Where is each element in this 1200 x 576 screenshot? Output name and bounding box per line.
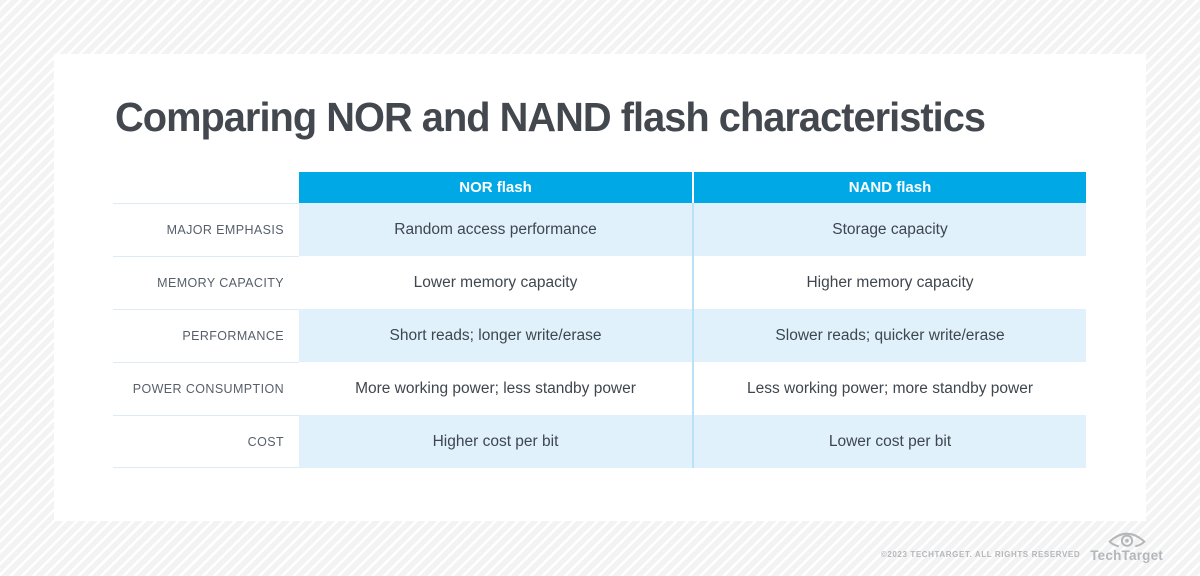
cell-nand-performance: Slower reads; quicker write/erase — [692, 309, 1086, 362]
cell-nand-memory-capacity: Higher memory capacity — [692, 256, 1086, 309]
comparison-table: NOR flash NAND flash MAJOR EMPHASIS Rand… — [113, 172, 1086, 468]
row-label-power-consumption: POWER CONSUMPTION — [113, 362, 299, 415]
cell-nand-major-emphasis: Storage capacity — [692, 203, 1086, 256]
table-row: MAJOR EMPHASIS Random access performance… — [113, 203, 1086, 256]
column-header-nand-flash: NAND flash — [692, 172, 1086, 203]
brand-wordmark: TechTarget — [1090, 548, 1163, 563]
cell-nor-performance: Short reads; longer write/erase — [299, 309, 692, 362]
copyright-text: ©2023 TECHTARGET. ALL RIGHTS RESERVED — [880, 550, 1081, 559]
cell-nand-power-consumption: Less working power; more standby power — [692, 362, 1086, 415]
infographic-card: Comparing NOR and NAND flash characteris… — [54, 54, 1146, 521]
cell-nor-major-emphasis: Random access performance — [299, 203, 692, 256]
column-header-nor-flash: NOR flash — [299, 172, 692, 203]
eye-icon — [1108, 532, 1145, 548]
row-label-performance: PERFORMANCE — [113, 309, 299, 362]
table-row: POWER CONSUMPTION More working power; le… — [113, 362, 1086, 415]
cell-nor-power-consumption: More working power; less standby power — [355, 379, 636, 397]
row-label-memory-capacity: MEMORY CAPACITY — [113, 256, 299, 309]
techtarget-logo: TechTarget — [1090, 530, 1163, 563]
footer: ©2023 TECHTARGET. ALL RIGHTS RESERVED Te… — [881, 530, 1163, 563]
row-label-major-emphasis: MAJOR EMPHASIS — [113, 203, 299, 256]
page-title: Comparing NOR and NAND flash characteris… — [115, 94, 986, 140]
cell-nor-memory-capacity: Lower memory capacity — [413, 273, 578, 291]
table-row: MEMORY CAPACITY Lower memory capacity Hi… — [113, 256, 1086, 309]
table-row: COST Higher cost per bit Lower cost per … — [113, 415, 1086, 468]
cell-nand-cost: Lower cost per bit — [692, 415, 1086, 468]
header-spacer-cell — [113, 172, 299, 203]
table-row: PERFORMANCE Short reads; longer write/er… — [113, 309, 1086, 362]
row-label-cost: COST — [113, 415, 299, 468]
cell-nor-cost: Higher cost per bit — [299, 415, 692, 468]
table-header-row: NOR flash NAND flash — [113, 172, 1086, 203]
